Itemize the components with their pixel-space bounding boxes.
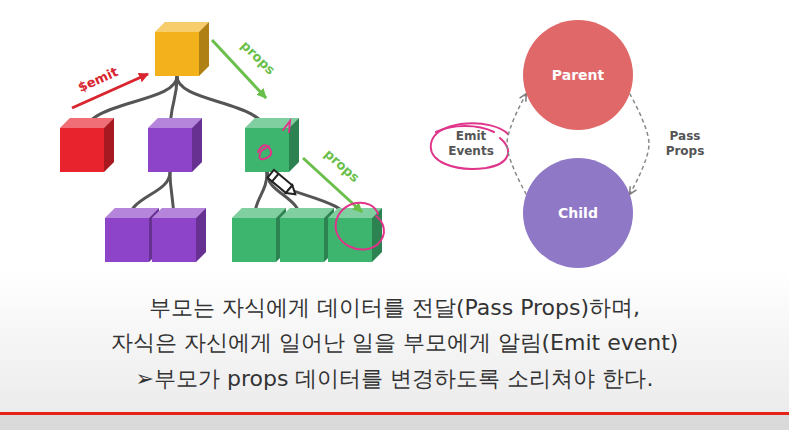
edge-label: Pass Props bbox=[659, 129, 711, 159]
child-cube bbox=[148, 118, 202, 172]
video-progress-bar bbox=[0, 412, 789, 415]
pen-circle bbox=[431, 123, 508, 169]
grandchild-cube bbox=[232, 208, 286, 262]
arrow-label: props bbox=[238, 38, 279, 78]
pencil-band bbox=[272, 174, 278, 182]
child-cube bbox=[245, 118, 299, 172]
node-label: Child bbox=[558, 205, 598, 221]
dashed-arrow bbox=[630, 94, 649, 195]
component-circle: Child bbox=[523, 158, 633, 268]
dashed-arrow bbox=[507, 94, 526, 195]
pen-scribble bbox=[283, 121, 290, 132]
pen-annotations bbox=[258, 121, 508, 250]
caption-band bbox=[0, 270, 789, 430]
node-label: Parent bbox=[552, 67, 604, 83]
pen-scribble bbox=[258, 145, 271, 159]
component-circle: Parent bbox=[523, 20, 633, 130]
grandchild-cube bbox=[328, 208, 382, 262]
edge-label: Emit Events bbox=[445, 129, 497, 159]
video-control-bar bbox=[0, 415, 789, 430]
pencil-cursor bbox=[268, 170, 299, 198]
caption-line: 부모는 자식에게 데이터를 전달(Pass Props)하며, bbox=[0, 295, 789, 321]
grandchild-cube bbox=[105, 208, 159, 262]
caption-line: ➢부모가 props 데이터를 변경하도록 소리쳐야 한다. bbox=[0, 366, 789, 392]
root-cube bbox=[155, 22, 209, 76]
tree-lines bbox=[84, 76, 350, 225]
caption-line: 자식은 자신에게 일어난 일을 부모에게 알림(Emit event) bbox=[0, 330, 789, 356]
arrow-label: props bbox=[321, 146, 362, 185]
pencil-tip bbox=[286, 185, 299, 198]
pen-circle bbox=[336, 203, 384, 250]
arrow-label: $emit bbox=[76, 64, 121, 95]
grandchild-cube bbox=[280, 208, 334, 262]
child-cube bbox=[60, 118, 114, 172]
grandchild-cube bbox=[152, 208, 206, 262]
